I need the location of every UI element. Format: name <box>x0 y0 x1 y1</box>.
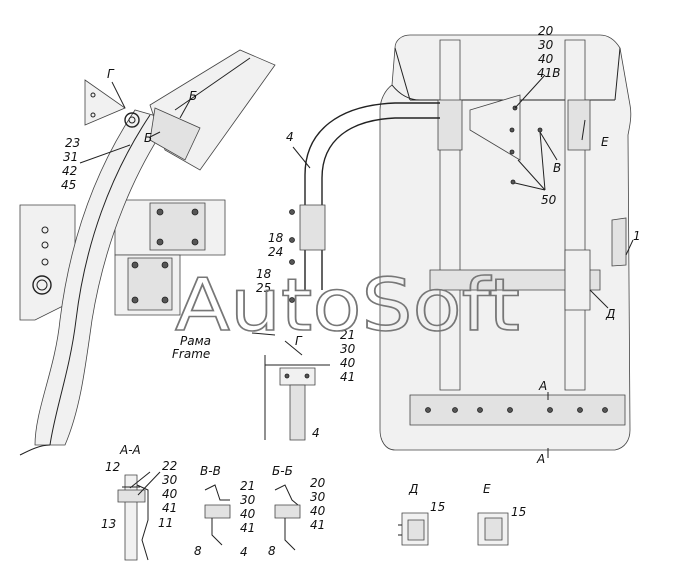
callout-g: Г <box>107 67 115 81</box>
mudguard-arc <box>19 49 276 456</box>
detail-g-21: 21 <box>340 328 355 342</box>
section-vv-8: 8 <box>194 544 202 558</box>
mudguard-body <box>379 34 632 451</box>
view-e-title: Е <box>483 482 491 496</box>
callout-a-upper: А <box>538 379 547 393</box>
section-aa-30: 30 <box>162 473 178 487</box>
section-vv-40: 40 <box>240 507 256 521</box>
watermark-logo: AutoSoft <box>175 263 520 347</box>
view-d-drawing <box>398 512 429 546</box>
callout-labels: 20 30 40 41В 4 Г Б Б 23 31 42 45 В Е 50 … <box>61 24 641 466</box>
callout-23: 23 <box>65 136 80 150</box>
view-d-title: Д <box>408 482 418 496</box>
callout-4: 4 <box>286 130 294 144</box>
view-e-drawing <box>477 512 509 546</box>
callout-18-lower: 18 <box>256 267 272 281</box>
detail-g-4: 4 <box>312 426 320 440</box>
section-aa-40: 40 <box>162 487 178 501</box>
section-aa-11: 11 <box>158 516 173 530</box>
detail-g-41: 41 <box>340 370 355 384</box>
section-vv-4: 4 <box>240 545 248 559</box>
detail-g-40: 40 <box>340 356 356 370</box>
callout-1: 1 <box>633 229 641 243</box>
callout-b-top: Б <box>189 89 197 103</box>
callout-31: 31 <box>63 150 78 164</box>
views-de-labels: Д 15 Е 15 <box>408 482 526 519</box>
callout-25: 25 <box>256 281 271 295</box>
frame-bracket <box>114 199 226 316</box>
section-bb-40: 40 <box>310 504 326 518</box>
section-bb-8: 8 <box>268 544 276 558</box>
detail-g-30: 30 <box>340 342 356 356</box>
tube-bracket <box>289 102 440 303</box>
section-aa-13: 13 <box>101 517 116 531</box>
section-aa-41: 41 <box>162 501 177 515</box>
section-aa-title: А-А <box>119 443 141 457</box>
view-d-15: 15 <box>430 500 445 514</box>
section-vv-41: 41 <box>240 521 255 535</box>
callout-41v: 41В <box>537 66 561 80</box>
leader-lines <box>79 74 634 496</box>
detail-g-labels: Г 21 30 40 41 4 <box>295 328 356 440</box>
section-vv-30: 30 <box>240 493 256 507</box>
callout-20: 20 <box>538 24 554 38</box>
section-vv-labels: В-В 21 30 40 41 8 4 <box>194 464 256 559</box>
callout-e: Е <box>601 135 609 149</box>
detail-g-title: Г <box>295 334 303 348</box>
section-vv-drawing <box>204 484 231 546</box>
callout-42: 42 <box>62 164 77 178</box>
callout-50: 50 <box>541 193 557 207</box>
callout-24: 24 <box>268 245 283 259</box>
section-bb-labels: Б-Б 20 30 40 41 8 <box>268 464 326 558</box>
callout-d: Д <box>605 307 615 321</box>
callout-18-upper: 18 <box>268 231 284 245</box>
callout-b-mid: Б <box>144 131 152 145</box>
section-bb-20: 20 <box>310 476 326 490</box>
section-bb-drawing <box>274 484 301 551</box>
callout-a-lower: А <box>536 452 545 466</box>
section-vv-title: В-В <box>200 464 221 478</box>
section-bb-30: 30 <box>310 490 326 504</box>
frame-label-ru: Рама <box>180 334 211 348</box>
callout-30: 30 <box>538 38 554 52</box>
frame-plate <box>19 204 76 321</box>
view-e-15: 15 <box>511 505 526 519</box>
section-vv-21: 21 <box>240 479 255 493</box>
callout-40: 40 <box>538 52 554 66</box>
section-aa-22: 22 <box>162 459 177 473</box>
section-aa-labels: А-А 12 22 30 40 41 13 11 <box>101 443 178 531</box>
callout-v: В <box>553 161 561 175</box>
frame-label-en: Frame <box>172 347 210 361</box>
section-aa-drawing <box>117 474 149 561</box>
section-aa-12: 12 <box>105 460 120 474</box>
section-bb-title: Б-Б <box>272 464 293 478</box>
callout-45: 45 <box>61 178 76 192</box>
section-bb-41: 41 <box>310 518 325 532</box>
detail-g-drawing <box>264 355 330 441</box>
